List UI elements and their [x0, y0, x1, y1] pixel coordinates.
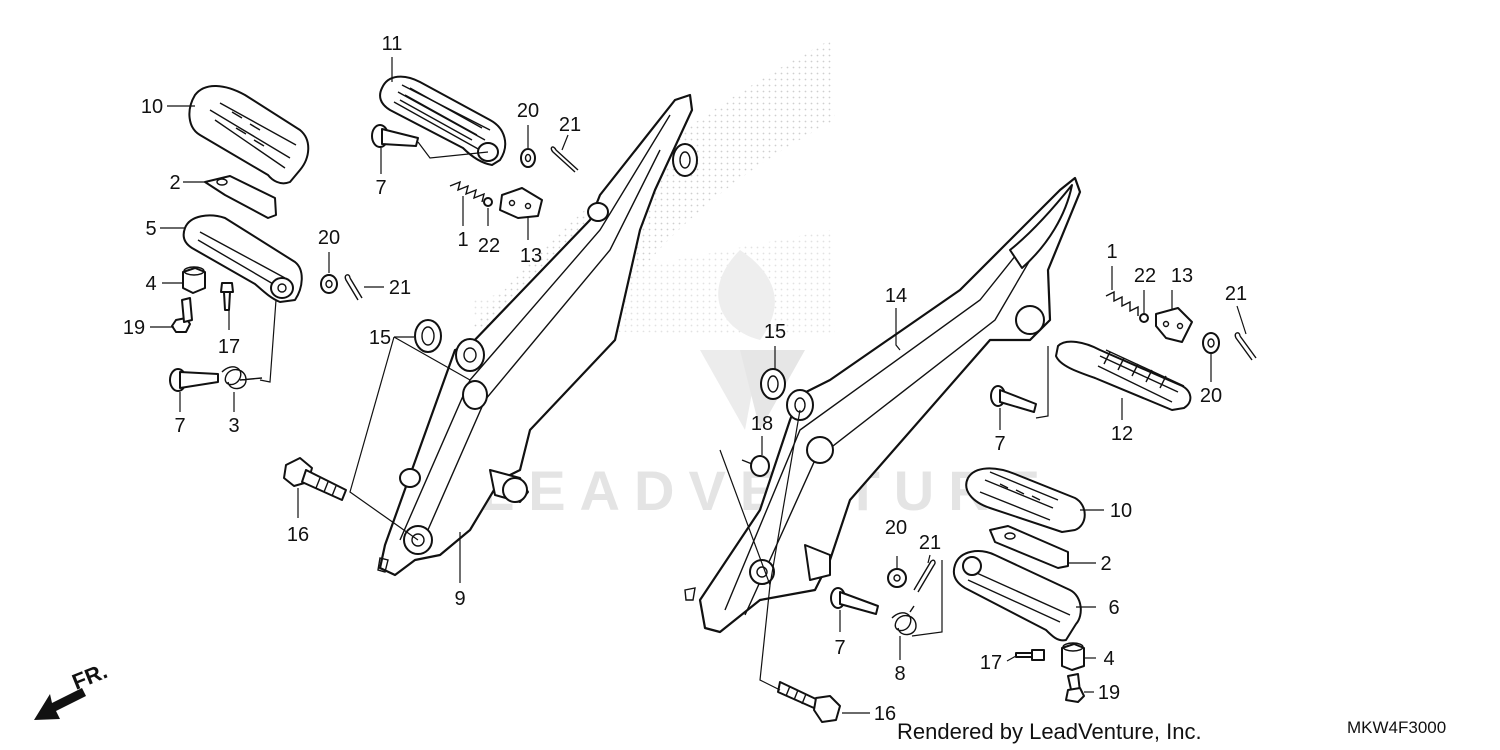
callout-4-left[interactable]: 4 [145, 273, 156, 295]
footpeg-plate-right[interactable] [989, 525, 1069, 569]
washer-right-20b[interactable] [887, 568, 907, 588]
washer-left-20a[interactable] [520, 148, 536, 168]
callout-1-left[interactable]: 1 [457, 229, 468, 251]
callout-19-right[interactable]: 19 [1098, 682, 1120, 704]
callout-1-right[interactable]: 1 [1106, 241, 1117, 263]
callout-20-right-b[interactable]: 20 [885, 517, 907, 539]
callout-19-left[interactable]: 19 [123, 317, 145, 339]
bolt-left-19[interactable] [171, 297, 193, 333]
callout-7-left-b[interactable]: 7 [375, 177, 386, 199]
callout-7-right-a[interactable]: 7 [994, 433, 1005, 455]
callout-15-left[interactable]: 15 [369, 327, 391, 349]
collar-right[interactable] [1061, 642, 1085, 671]
cotter-pin-left-21a[interactable] [550, 146, 579, 173]
callout-13-right[interactable]: 13 [1171, 265, 1193, 287]
cap-right-18[interactable] [741, 455, 770, 477]
callout-12[interactable]: 12 [1111, 423, 1133, 445]
callout-16-right[interactable]: 16 [874, 703, 896, 725]
callout-10-right[interactable]: 10 [1110, 500, 1132, 522]
callout-21-right-b[interactable]: 21 [919, 532, 941, 554]
ball-right-22[interactable] [1139, 313, 1149, 323]
callout-2-right[interactable]: 2 [1100, 553, 1111, 575]
front-arrow-icon [34, 688, 86, 720]
callout-5-left[interactable]: 5 [145, 218, 156, 240]
footpeg-upper-right[interactable] [1055, 340, 1192, 411]
ball-left-22[interactable] [483, 197, 493, 207]
callout-22-left[interactable]: 22 [478, 235, 500, 257]
collar-left[interactable] [182, 266, 206, 294]
callout-14[interactable]: 14 [885, 285, 907, 307]
pin-right-7b[interactable] [830, 587, 879, 615]
washer-right-20a[interactable] [1202, 332, 1220, 354]
callout-13-left[interactable]: 13 [520, 245, 542, 267]
footpeg-plate-left[interactable] [204, 175, 277, 219]
bolt-right-19[interactable] [1065, 673, 1085, 703]
callout-18[interactable]: 18 [751, 413, 773, 435]
spring-right-1[interactable] [1105, 290, 1139, 316]
washer-left-20b[interactable] [320, 274, 338, 294]
cotter-pin-left-21b[interactable] [344, 274, 363, 301]
plate-right-13[interactable] [1155, 307, 1193, 343]
spring-right-8[interactable] [891, 605, 917, 636]
grommet-left-15[interactable] [414, 319, 442, 353]
footpeg-rubber-left[interactable] [188, 85, 310, 185]
callout-6[interactable]: 6 [1108, 597, 1119, 619]
callout-3-left[interactable]: 3 [228, 415, 239, 437]
callout-20-left-a[interactable]: 20 [517, 100, 539, 122]
diagram-code: MKW4F3000 [1347, 718, 1446, 737]
callout-2-left[interactable]: 2 [169, 172, 180, 194]
callout-17-right[interactable]: 17 [980, 652, 1002, 674]
callout-7-left-a[interactable]: 7 [174, 415, 185, 437]
footpeg-right[interactable] [952, 550, 1082, 642]
spring-left-3[interactable] [221, 366, 263, 390]
bolt-right-16[interactable] [777, 681, 841, 723]
callout-15-right[interactable]: 15 [764, 321, 786, 343]
leader-lines [150, 57, 1247, 714]
callout-labels: 11 10 2 5 4 19 17 7 3 7 20 21 1 22 13 20… [123, 33, 1247, 725]
callout-11-left[interactable]: 11 [382, 33, 403, 55]
pin-left-7b[interactable] [371, 124, 419, 148]
callout-4-right[interactable]: 4 [1103, 648, 1114, 670]
callout-7-right-b[interactable]: 7 [834, 637, 845, 659]
callout-10-left[interactable]: 10 [141, 96, 163, 118]
front-label: FR. [69, 658, 111, 694]
screw-right-17[interactable] [1015, 649, 1045, 661]
render-credit: Rendered by LeadVenture, Inc. [897, 719, 1202, 744]
callout-21-left-b[interactable]: 21 [389, 277, 411, 299]
spring-left-1[interactable] [449, 180, 486, 203]
callout-9[interactable]: 9 [454, 588, 465, 610]
bolt-left-16[interactable] [283, 457, 347, 501]
callout-20-right-a[interactable]: 20 [1200, 385, 1222, 407]
footpeg-rubber-right[interactable] [965, 467, 1086, 533]
callout-16-left[interactable]: 16 [287, 524, 309, 546]
callout-8[interactable]: 8 [894, 663, 905, 685]
cotter-pin-right-21b[interactable] [913, 559, 936, 593]
callout-21-left-a[interactable]: 21 [559, 114, 581, 136]
callout-20-left-b[interactable]: 20 [318, 227, 340, 249]
cotter-pin-right-21a[interactable] [1234, 332, 1257, 361]
pin-right-7a[interactable] [990, 385, 1037, 413]
front-direction-indicator: FR. [34, 658, 111, 720]
footpeg-left[interactable] [182, 214, 303, 303]
callout-17-left[interactable]: 17 [218, 336, 240, 358]
screw-left-17[interactable] [220, 282, 234, 311]
callout-21-right-a[interactable]: 21 [1225, 283, 1247, 305]
pin-left-7a[interactable] [169, 368, 219, 392]
left-step-holder[interactable] [377, 93, 698, 577]
grommet-right-15[interactable] [760, 368, 786, 400]
plate-left-13[interactable] [499, 187, 543, 219]
callout-22-right[interactable]: 22 [1134, 265, 1156, 287]
